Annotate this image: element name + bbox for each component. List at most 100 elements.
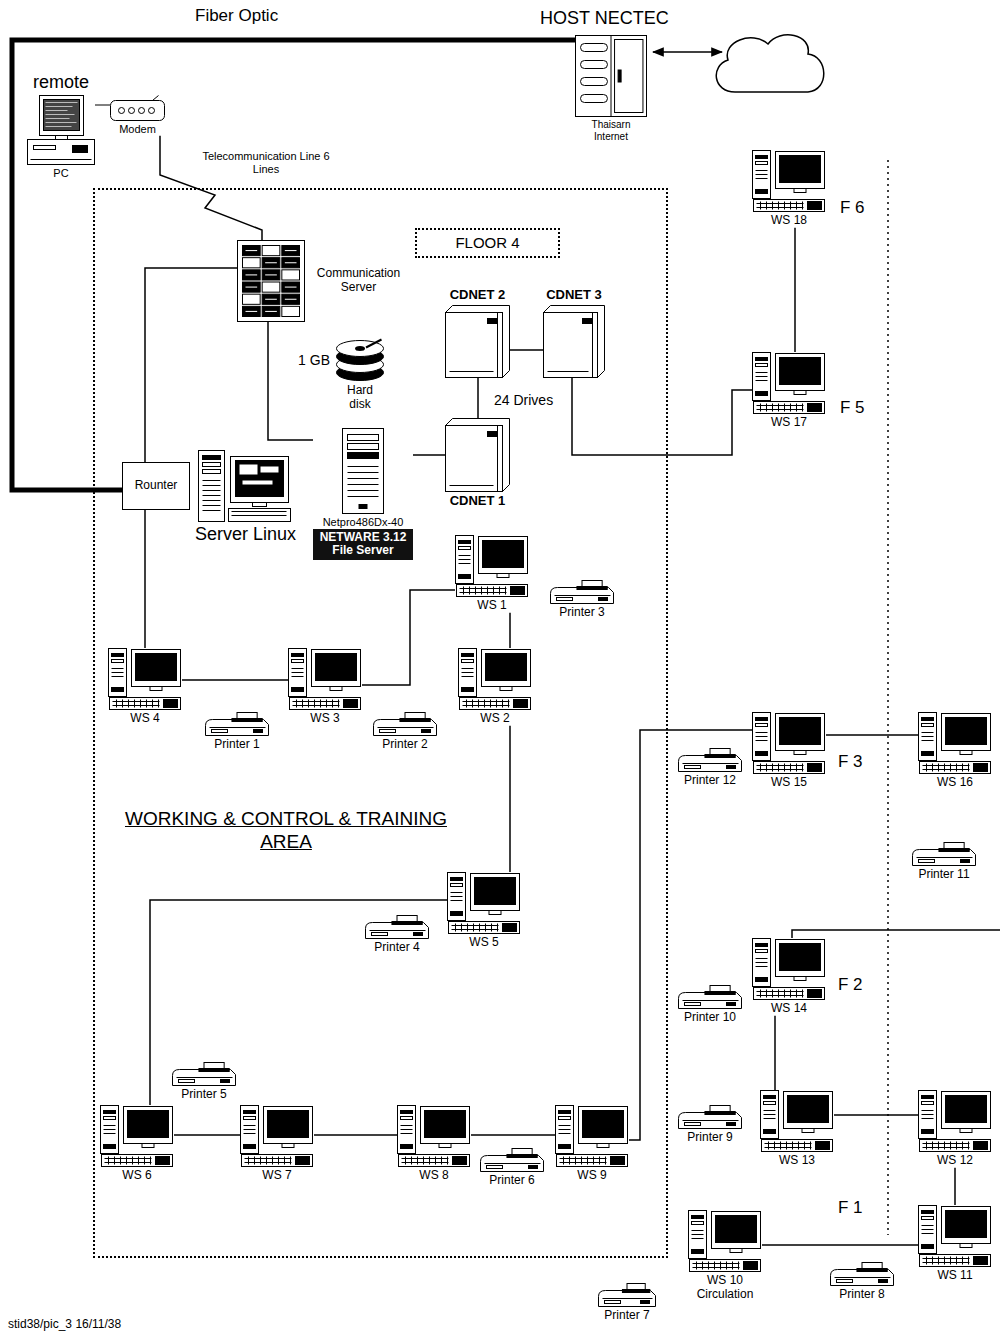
label-group: WS 6 <box>122 1169 151 1183</box>
icon-part <box>473 924 474 932</box>
icon-part <box>469 587 470 595</box>
icon-part <box>134 700 135 708</box>
floor-label: F 6 <box>840 198 865 218</box>
icon-part <box>776 714 825 751</box>
device-label: WS 9 <box>577 1169 606 1183</box>
icon-part <box>593 1157 594 1165</box>
label-group: Printer 4 <box>374 941 419 955</box>
icon-part <box>447 1157 448 1165</box>
floor-label: F 5 <box>840 398 865 418</box>
icon-part <box>290 1157 291 1165</box>
icon-part <box>450 485 494 486</box>
icon-part <box>112 660 124 663</box>
device-icon <box>555 1105 629 1167</box>
label-group: WS 15 <box>771 776 807 790</box>
icon-part <box>343 429 384 514</box>
label-group: WS 9 <box>577 1169 606 1183</box>
label-group: WS 8 <box>419 1169 448 1183</box>
icon-part <box>920 762 991 774</box>
icon-part <box>974 1257 988 1265</box>
icon-part <box>140 700 141 708</box>
icon-part <box>556 1106 628 1167</box>
device-label: WS 13 <box>779 1154 815 1168</box>
icon-part <box>282 246 300 256</box>
icon-part <box>459 649 531 710</box>
printer: Printer 11 <box>912 842 976 882</box>
icon-part <box>712 1212 761 1249</box>
icon-part <box>944 764 945 772</box>
icon-part <box>968 764 969 772</box>
printer: Printer 7 <box>598 1283 656 1323</box>
icon-part <box>316 654 357 681</box>
icon-part <box>173 1063 236 1086</box>
icon-part <box>126 1157 127 1165</box>
device-label: CDNET 1 <box>450 494 506 509</box>
icon-part <box>493 587 494 595</box>
icon-part <box>244 1117 256 1120</box>
icon-part <box>285 299 297 300</box>
icon-part <box>968 1142 969 1150</box>
network-link <box>794 228 796 352</box>
icon-part <box>485 1163 541 1164</box>
icon-part <box>242 1155 313 1167</box>
device-label: Communication Server <box>311 267 406 295</box>
icon-part <box>615 40 643 113</box>
icon-part <box>831 1263 894 1286</box>
icon-part <box>314 700 315 708</box>
icon-part <box>435 1157 436 1165</box>
workstation: WS 1 <box>455 535 529 613</box>
icon-part <box>802 764 803 772</box>
icon-part <box>784 764 785 772</box>
icon-part <box>557 1155 628 1167</box>
label-group: Printer 10 <box>684 1011 736 1025</box>
icon-part <box>756 380 768 381</box>
icon-part <box>439 1144 451 1148</box>
icon-part <box>241 1106 313 1167</box>
icon-part <box>581 1157 582 1165</box>
icon-part <box>344 700 358 708</box>
icon-part <box>790 404 791 412</box>
device-icon <box>240 1105 314 1167</box>
workstation: WS 5 <box>447 872 521 950</box>
icon-part <box>449 922 520 934</box>
device-label: CDNET 2 <box>450 288 506 303</box>
icon-part <box>265 311 277 312</box>
device-label: PC <box>53 167 68 180</box>
icon-part <box>453 1157 467 1165</box>
label-group: Thaisarn Internet <box>581 119 641 142</box>
icon-part <box>753 713 771 761</box>
icon-part <box>968 1257 969 1265</box>
icon-part <box>206 720 269 736</box>
label-group: Server Linux <box>195 524 296 545</box>
icon-part <box>451 900 463 901</box>
icon-part <box>446 313 503 378</box>
icon-part <box>285 262 297 263</box>
device-icon <box>100 1105 174 1167</box>
icon-part <box>153 96 159 101</box>
icon-part <box>44 100 80 131</box>
linux-server: Server Linux <box>195 450 296 545</box>
icon-part <box>203 470 221 474</box>
icon-part <box>705 755 735 758</box>
device-label: WS 11 <box>937 1269 972 1283</box>
icon-part <box>265 274 277 275</box>
icon-part <box>689 1211 707 1259</box>
icon-part <box>756 944 768 947</box>
icon-part <box>481 587 482 595</box>
icon-part <box>348 490 379 491</box>
label-group: PC <box>53 167 68 180</box>
icon-part <box>462 672 474 673</box>
workstation: WS 13 <box>760 1090 834 1168</box>
internet-cloud <box>716 35 823 92</box>
icon-part <box>120 1157 121 1165</box>
device-icon <box>678 1105 742 1129</box>
icon-part <box>756 364 768 367</box>
icon-part <box>756 962 768 963</box>
network-link <box>572 378 752 455</box>
icon-part <box>448 873 520 934</box>
area-title: WORKING & CONTROL & TRAINING AREA <box>101 808 471 854</box>
icon-part <box>611 1157 625 1165</box>
icon-part <box>576 36 647 117</box>
icon-part <box>460 698 531 710</box>
label-group: WS 4 <box>130 712 159 726</box>
